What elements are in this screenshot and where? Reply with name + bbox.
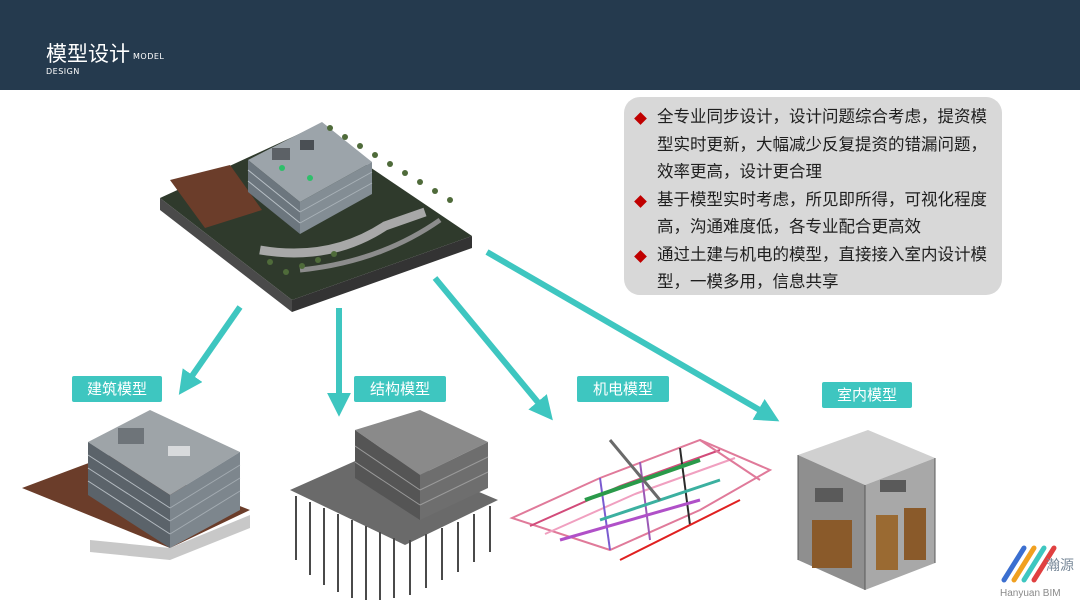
bullet-text: 通过土建与机电的模型，直接接入室内设计模型，一模多用，信息共享 <box>657 244 987 292</box>
arrow-to-interior <box>485 249 780 422</box>
page-title: 模型设计 <box>46 42 130 66</box>
label-interior-model: 室内模型 <box>822 382 912 408</box>
label-structure-model: 结构模型 <box>354 376 446 402</box>
bullet-item: 全专业同步设计，设计问题综合考虑，提资模型实时更新，大幅减少反复提资的错漏问题，… <box>632 103 992 186</box>
interior-model-image <box>797 430 936 590</box>
logo-en-text: Hanyuan BIM <box>1000 588 1061 599</box>
diamond-bullet-icon <box>634 112 647 125</box>
arrows <box>178 249 780 422</box>
diamond-bullet-icon <box>634 249 647 263</box>
arrow-to-mep <box>432 276 553 421</box>
label-mep-model: 机电模型 <box>577 376 669 402</box>
bullet-item: 通过土建与机电的模型，直接接入室内设计模型，一模多用，信息共享 <box>632 241 992 296</box>
arrow-to-architecture <box>178 305 243 395</box>
logo-cn-text: 瀚源 <box>1046 558 1074 574</box>
page-title-en-line2: DESIGN <box>46 67 80 76</box>
mep-model-image <box>509 438 773 561</box>
header-bar: 模型设计 MODEL DESIGN <box>0 0 1080 90</box>
diamond-bullet-icon <box>634 194 647 208</box>
page-title-en-line1: MODEL <box>133 52 165 61</box>
bullet-text: 基于模型实时考虑，所见即所得，可视化程度高，沟通难度低，各专业配合更高效 <box>657 189 987 237</box>
architecture-model-image <box>22 410 250 560</box>
label-architecture-model: 建筑模型 <box>72 376 162 402</box>
bullet-item: 基于模型实时考虑，所见即所得，可视化程度高，沟通难度低，各专业配合更高效 <box>632 186 992 241</box>
hanyuan-logo-icon <box>1001 545 1057 583</box>
structure-model-image <box>290 410 498 600</box>
bullet-text: 全专业同步设计，设计问题综合考虑，提资模型实时更新，大幅减少反复提资的错漏问题，… <box>657 107 987 181</box>
site-model-image <box>160 122 472 312</box>
info-box: 全专业同步设计，设计问题综合考虑，提资模型实时更新，大幅减少反复提资的错漏问题，… <box>624 97 1002 295</box>
